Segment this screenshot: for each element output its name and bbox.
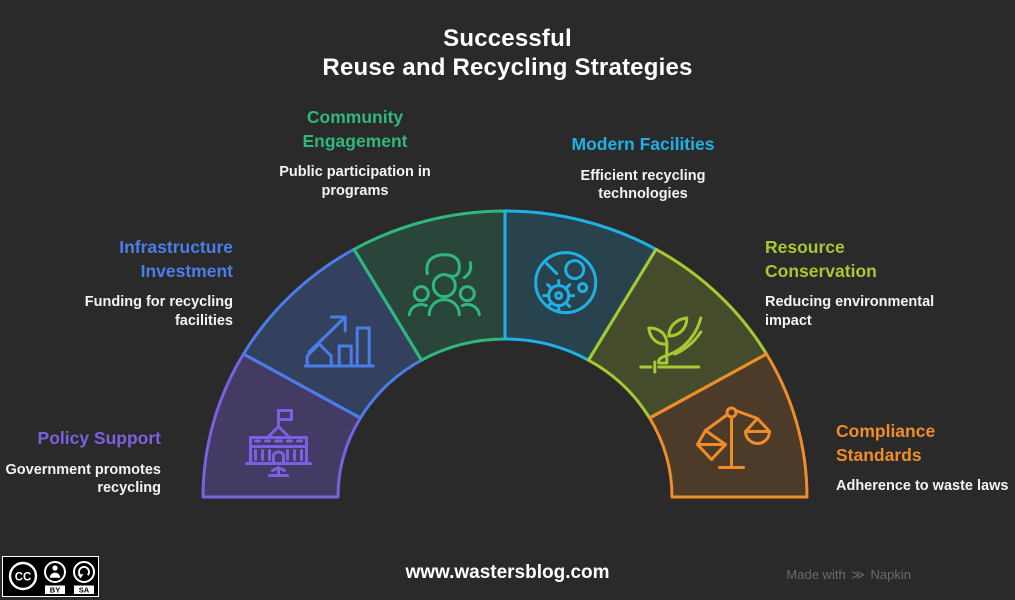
segment-description: Reducing environmental impact — [765, 294, 935, 330]
cc-by-person-icon: BY — [44, 561, 66, 594]
segment-heading: Compliance Standards — [836, 421, 936, 465]
segment-label-infrastructure-investment: Infrastructure Investment Funding for re… — [63, 236, 233, 331]
segment-label-compliance-standards: Compliance Standards Adherence to waste … — [836, 420, 1014, 496]
segment-description: Funding for recycling facilities — [84, 294, 233, 330]
cc-license-badge[interactable]: CC BY SA — [2, 556, 99, 597]
website-link[interactable]: www.wastersblog.com — [405, 562, 610, 583]
plant-hand-icon — [639, 316, 703, 374]
page-title-line1: Successful — [443, 25, 572, 52]
napkin-logo-icon: ≫ — [851, 567, 865, 582]
segment-heading: Infrastructure Investment — [119, 237, 233, 281]
cc-logo-icon: CC — [8, 561, 38, 591]
credit-brand: Napkin — [870, 567, 911, 582]
scales-icon — [696, 406, 771, 469]
segment-description: Public participation in programs — [279, 164, 431, 200]
svg-text:CC: CC — [15, 572, 32, 584]
napkin-credit-link[interactable]: Made with ≫ Napkin — [786, 567, 911, 583]
segment-description: Efficient recycling technologies — [580, 167, 706, 203]
cc-sa-arrow-icon: SA — [73, 561, 95, 594]
growth-chart-icon — [303, 315, 375, 368]
segment-description: Government promotes recycling — [5, 461, 162, 497]
segment-label-community-engagement: Community Engagement Public participatio… — [260, 106, 450, 201]
page-title-line2: Reuse and Recycling Strategies — [322, 54, 693, 81]
segment-heading: Policy Support — [37, 428, 161, 448]
svg-text:SA: SA — [79, 585, 90, 594]
segment-heading: Community Engagement — [302, 107, 408, 151]
segment-heading: Modern Facilities — [571, 134, 715, 154]
community-people-icon — [407, 253, 481, 317]
svg-text:BY: BY — [50, 585, 60, 594]
government-building-icon — [245, 409, 312, 477]
segment-label-policy-support: Policy Support Government promotes recyc… — [0, 427, 162, 498]
segment-label-resource-conservation: Resource Conservation Reducing environme… — [765, 236, 945, 331]
facility-gear-icon — [534, 251, 598, 315]
credit-prefix: Made with — [786, 567, 846, 582]
segment-description: Adherence to waste laws — [836, 478, 1009, 495]
arch-segment-compliance-standards — [648, 352, 809, 499]
page-title: Successful Reuse and Recycling Strategie… — [0, 24, 1015, 82]
segment-label-modern-facilities: Modern Facilities Efficient recycling te… — [548, 133, 738, 204]
segment-heading: Resource Conservation — [765, 237, 877, 281]
